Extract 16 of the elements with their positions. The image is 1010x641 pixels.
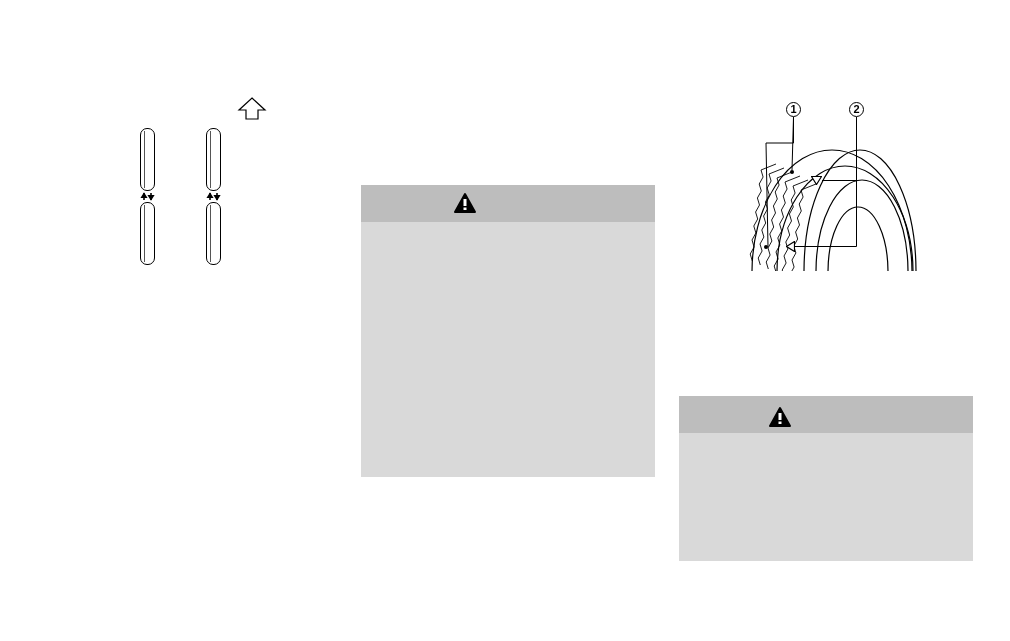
marker-dot: [790, 170, 794, 174]
wear-indicator-mark: [786, 241, 795, 252]
callout-number: 1: [786, 102, 801, 117]
arrow: [206, 192, 214, 201]
callout-number: 2: [849, 102, 864, 117]
arrow: [140, 192, 148, 201]
tire: [140, 202, 155, 265]
tire: [206, 128, 221, 191]
tire: [206, 202, 221, 265]
arrow: [147, 192, 155, 201]
leader-line: [765, 116, 794, 248]
arrow: [213, 192, 221, 201]
wear-indicator-mark: [811, 176, 822, 185]
leader-line: [794, 116, 857, 247]
tire: [140, 128, 155, 191]
marker-dot: [764, 245, 768, 249]
